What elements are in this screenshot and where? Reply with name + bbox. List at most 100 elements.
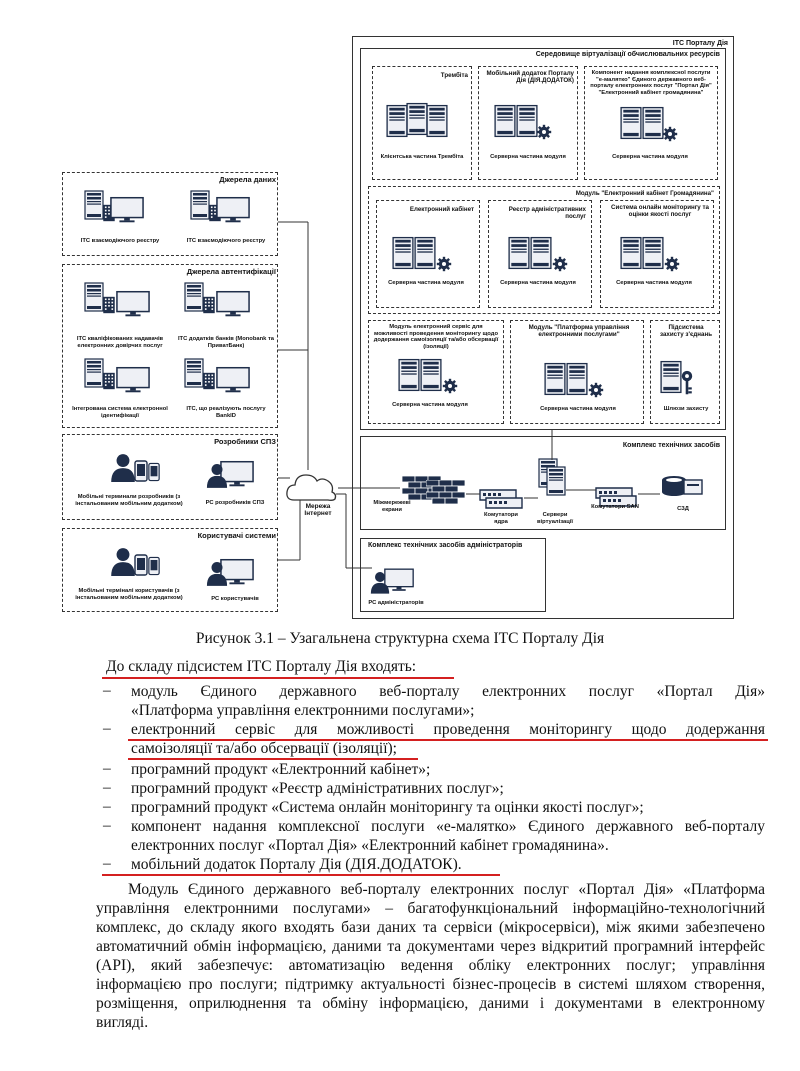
mobile-app-title: Мобільний додаток Порталу Дія (ДІЯ.ДОДАТ… (486, 70, 575, 84)
registry-box (488, 200, 592, 308)
bullet-1-line-1: модуль Єдиного державного веб-порталу ел… (131, 683, 765, 700)
underline-lead (102, 677, 454, 679)
person-icon (206, 462, 228, 488)
platform-item-label: Серверна частина модуля (540, 406, 616, 412)
server-icon (184, 282, 204, 312)
data-sources-title: Джерела даних (219, 175, 276, 184)
data-source-item2-label: ІТС взаємодіючого реєстру (186, 238, 266, 244)
users-item1-label: Мобільні терміналі користувачів (з інста… (75, 588, 183, 601)
itc-portal-title: ІТС Порталу Дія (672, 40, 728, 47)
server-icon (190, 190, 210, 220)
phone-icon (148, 462, 160, 482)
paragraph-line-1: Модуль Єдиного державного веб-порталу ел… (128, 881, 765, 898)
building-icon (202, 296, 216, 314)
building-icon (102, 296, 116, 314)
developers-item2-label: РС розробників СПЗ (205, 500, 265, 506)
network-label: Мережа Інтернет (304, 503, 332, 517)
bullet-dash: – (103, 817, 111, 834)
bullet-5: програмний продукт «Система онлайн моніт… (131, 799, 644, 816)
admin-item-label: РС адміністраторів (368, 600, 424, 606)
bullet-1-line-2: «Платформа управління електронними послу… (131, 702, 475, 719)
emalyatko-box (584, 66, 718, 180)
monitor-icon (216, 290, 250, 318)
server-icon (84, 282, 104, 312)
trembita-item-label: Клієнтська частина Трембіта (380, 154, 464, 160)
server-icon (84, 358, 104, 388)
paragraph-line-3: комплекс, до складу якого входять бази д… (96, 919, 765, 936)
platform-box (510, 320, 644, 424)
auth-sources-box (62, 264, 278, 428)
monitor-icon (110, 196, 144, 224)
e-cabinet-box (376, 200, 480, 308)
monitor-icon (116, 366, 150, 394)
trembita-title: Трембіта (440, 72, 468, 79)
isolation-box (368, 320, 504, 424)
data-source-item1-label: ІТС взаємодіючого реєстру (80, 238, 160, 244)
monitoring-title: Система онлайн моніторингу та оцінки яко… (611, 204, 709, 218)
developers-box (62, 434, 278, 520)
lead-text: До складу підсистем ІТС Порталу Дія вход… (106, 658, 417, 675)
paragraph-line-2: управління електронними послугами» – баг… (96, 900, 765, 917)
building-icon (202, 372, 216, 390)
bullet-6-line-2: електронних послуг «Портал Дія» «Електро… (131, 837, 609, 854)
cabinet-module-title: Модуль "Електронний кабінет Громадянина" (575, 190, 714, 197)
paragraph-line-4: автоматичний обмін інформацією, даними т… (96, 938, 765, 955)
registry-title: Реєстр адміністративних послуг (508, 206, 586, 220)
bullet-dash: – (103, 779, 111, 796)
users-title: Користувачі системи (197, 531, 276, 540)
paragraph-line-5: (API), який забезпечує: автоматизацію ве… (96, 957, 765, 974)
developers-title: Розробники СПЗ (214, 437, 276, 446)
data-sources-box (62, 172, 278, 256)
emalyatko-title: Компонент надання комплексної послуги "е… (590, 70, 712, 96)
connector-lines (278, 221, 660, 569)
auth-sources-title: Джерела автентифікації (186, 267, 276, 276)
paragraph-line-8: вигляді. (96, 1014, 149, 1031)
platform-title: Модуль "Платформа управління електронним… (528, 324, 630, 338)
mobile-app-box (478, 66, 578, 180)
virtualization-title: Середовище віртуалізації обчислювальних … (535, 51, 720, 58)
paragraph-line-7: розміщення, оприлюднення та обміну інфор… (96, 995, 765, 1012)
cloud-icon (286, 474, 337, 501)
registry-item-label: Серверна частина модуля (500, 280, 576, 286)
paragraph-line-6: інформацією про послуги; підтримку актуа… (96, 976, 765, 993)
bullet-dash: – (103, 855, 111, 872)
monitor-icon (216, 196, 250, 224)
bullet-2-line-1: електронний сервіс для можливості провед… (131, 721, 765, 738)
monitoring-item-label: Серверна частина модуля (616, 280, 692, 286)
person-icon (206, 560, 228, 586)
monitoring-box (600, 200, 714, 308)
server-icon (184, 358, 204, 388)
bullet-dash: – (103, 760, 111, 777)
auth-item3-label: Інтегрована система електронної ідентифі… (72, 406, 168, 419)
firewalls-label: Міжмережеві екрани (373, 500, 411, 513)
monitor-icon (116, 290, 150, 318)
underline-bullet-7 (102, 874, 500, 876)
san-switches-label: Комутатори SAN (591, 504, 639, 510)
monitor-icon (216, 366, 250, 394)
underline-bullet-2 (128, 739, 768, 741)
bullet-6-line-1: компонент надання комплексної послуги «е… (131, 818, 765, 835)
bullet-dash: – (103, 682, 111, 699)
bullet-dash: – (103, 798, 111, 815)
bullet-4: програмний продукт «Реєстр адміністратив… (131, 780, 504, 797)
isolation-title: Модуль електронний сервіс для можливості… (373, 324, 499, 350)
trembita-box (372, 66, 472, 180)
protection-title: Підсистема захисту з'єднань (659, 324, 713, 338)
storage-label: СЗД (677, 506, 689, 512)
bullet-7: мобільний додаток Порталу Дія (ДІЯ.ДОДАТ… (131, 856, 462, 873)
virt-servers-label: Сервери віртуалізації (536, 512, 574, 525)
core-switches-label: Комутатори ядра (484, 512, 518, 525)
tech-complex-title: Комплекс технічних засобів (622, 442, 720, 449)
server-icon (84, 190, 104, 220)
e-cabinet-item-label: Серверна частина модуля (388, 280, 464, 286)
users-box (62, 528, 278, 612)
auth-item1-label: ІТС кваліфікованих надавачів електронних… (76, 336, 164, 349)
phone-icon (134, 460, 148, 482)
building-icon (102, 372, 116, 390)
person-icon (110, 452, 136, 482)
protection-item-label: Шлюзи захисту (663, 406, 709, 412)
admin-complex-title: Комплекс технічних засобів адміністратор… (368, 542, 523, 549)
isolation-item-label: Серверна частина модуля (392, 402, 468, 408)
emalyatko-item-label: Серверна частина модуля (612, 154, 688, 160)
protection-box (650, 320, 720, 424)
